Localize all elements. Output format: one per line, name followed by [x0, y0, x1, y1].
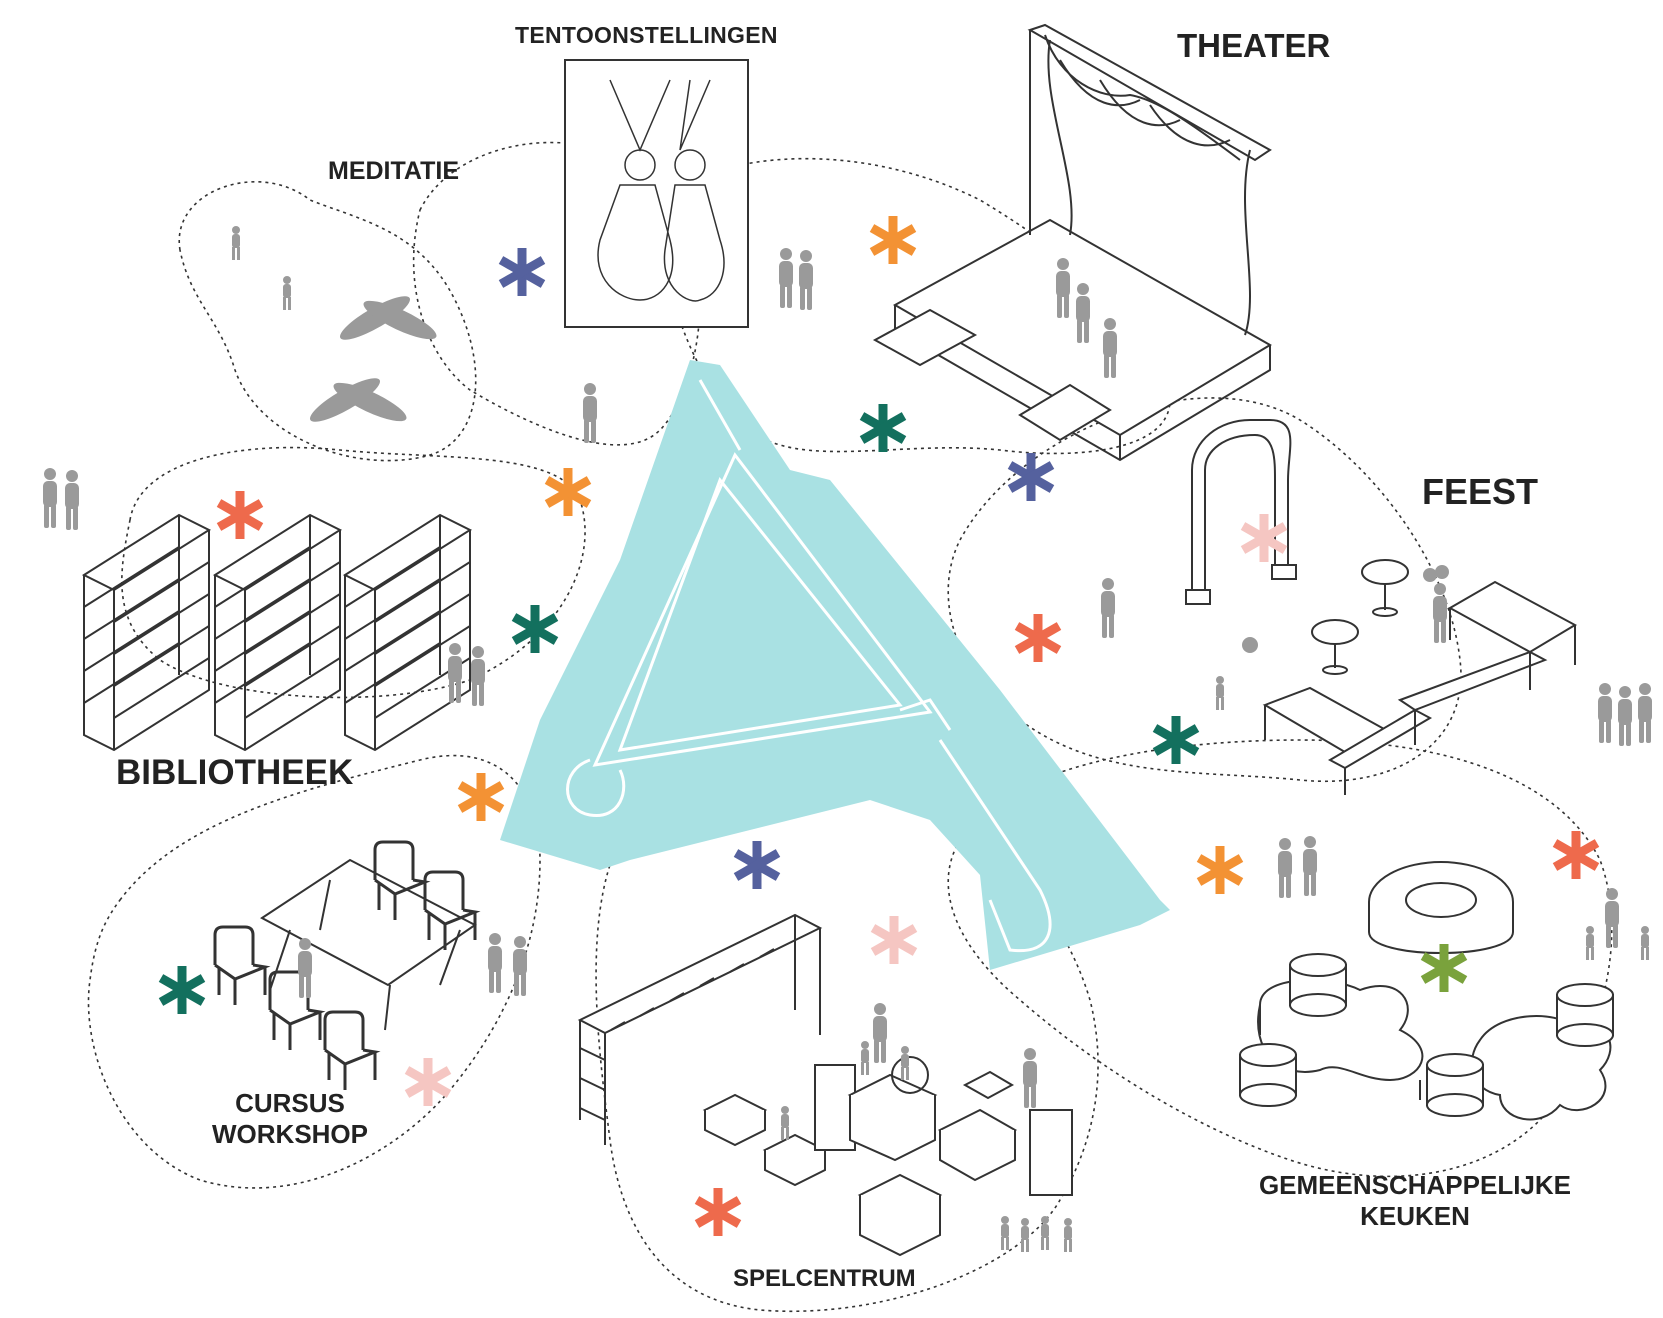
asterisk-icon	[1243, 514, 1285, 562]
person-icon	[43, 468, 57, 528]
label-bibliotheek: BIBLIOTHEEK	[116, 753, 354, 792]
person-icon	[1001, 1216, 1009, 1250]
asterisk-icon	[501, 248, 543, 296]
site-footprint	[500, 360, 1170, 970]
person-icon	[1641, 926, 1649, 960]
asterisk-icon	[873, 916, 915, 964]
people	[43, 226, 1652, 1252]
person-icon	[65, 470, 79, 530]
asterisk-icon	[862, 404, 904, 452]
arch-icon	[1185, 419, 1297, 605]
label-tentoonstellingen: TENTOONSTELLINGEN	[515, 22, 778, 48]
person-icon	[1638, 683, 1652, 743]
person-icon	[513, 936, 527, 996]
person-icon	[799, 250, 813, 310]
label-keuken-line1: GEMEENSCHAPPELIJKE	[1258, 1170, 1572, 1200]
person-icon	[1216, 676, 1224, 710]
person-icon	[873, 1003, 887, 1063]
person-icon	[779, 248, 793, 308]
asterisk-icon	[1017, 614, 1059, 662]
person-icon	[1041, 1216, 1049, 1250]
person-icon	[1021, 1218, 1029, 1252]
label-cursus-workshop: CURSUS WORKSHOP	[180, 1088, 400, 1150]
climbing-frame-icon	[577, 913, 823, 1145]
label-meditatie: MEDITATIE	[328, 157, 460, 185]
person-icon	[1433, 583, 1447, 643]
person-icon	[861, 1041, 869, 1075]
bookshelf-icon	[344, 514, 471, 751]
zone-cursus-outline	[87, 754, 541, 1189]
asterisk-icon	[460, 773, 502, 821]
person-icon	[781, 1106, 789, 1140]
person-icon	[488, 933, 502, 993]
label-cursus-line1: CURSUS	[235, 1088, 345, 1118]
person-icon	[298, 938, 312, 998]
bookshelf-icon	[214, 514, 341, 751]
exhibition-frame-icon	[564, 59, 749, 328]
asterisk-icon	[697, 1188, 739, 1236]
label-gemeenschappelijke-keuken: GEMEENSCHAPPELIJKE KEUKEN	[1245, 1170, 1585, 1232]
asterisk-icon	[161, 966, 203, 1014]
person-icon	[1303, 836, 1317, 896]
person-icon	[901, 1046, 909, 1080]
person-icon	[1586, 926, 1594, 960]
asterisk-icon	[407, 1058, 449, 1106]
person-icon	[1064, 1218, 1072, 1252]
asterisk-icon	[1010, 453, 1052, 501]
person-icon	[1278, 838, 1292, 898]
person-icon	[448, 643, 462, 703]
asterisk-icon	[219, 491, 261, 539]
asterisk-icon	[736, 841, 778, 889]
play-blocks	[702, 1056, 1073, 1257]
zone-theater-outline	[659, 157, 1171, 455]
bookshelf-icon	[83, 514, 210, 751]
label-theater: THEATER	[1177, 27, 1331, 64]
label-spelcentrum: SPELCENTRUM	[733, 1265, 916, 1292]
zone-meditatie-outline	[178, 181, 477, 462]
keuken-furniture	[1239, 861, 1614, 1121]
person-icon	[1101, 578, 1115, 638]
person-icon	[583, 383, 597, 443]
asterisk-icon	[1199, 846, 1241, 894]
asterisk-icon	[1555, 831, 1597, 879]
person-icon	[1618, 686, 1632, 746]
asterisk-icon	[872, 216, 914, 264]
person-icon	[283, 276, 291, 310]
workshop-furniture	[213, 840, 477, 1092]
feest-furniture	[1262, 559, 1578, 795]
bookshelves	[83, 514, 471, 751]
asterisk-icon	[1155, 716, 1197, 764]
asterisk-icon	[547, 468, 589, 516]
person-icon	[232, 226, 240, 260]
label-keuken-line2: KEUKEN	[1360, 1201, 1470, 1232]
label-feest: FEEST	[1422, 471, 1539, 512]
person-icon	[471, 646, 485, 706]
person-icon	[1023, 1048, 1037, 1108]
asterisk-icon	[514, 605, 556, 653]
person-icon	[1598, 683, 1612, 743]
stage-icon	[872, 23, 1272, 462]
label-cursus-line2: WORKSHOP	[212, 1119, 368, 1150]
